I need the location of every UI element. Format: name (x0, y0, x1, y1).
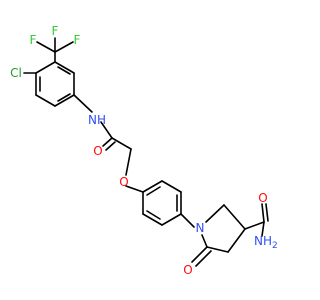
atom-o-amide: O (93, 144, 102, 158)
atom-f-left: F (30, 33, 37, 47)
atom-nh2-subscript: 2 (272, 241, 278, 251)
bond-ring1-d (54, 94, 75, 107)
bond-ring-nh (73, 94, 93, 113)
atom-o-ether: O (119, 175, 128, 189)
bond-amide-co-2 (105, 141, 116, 151)
bond-ch-carboxamide (244, 221, 265, 230)
atom-n-pyrrolidinone: N (196, 221, 205, 235)
atom-labels: F F F Cl NH O O N O NH2 O (10, 24, 278, 277)
bond-carboxamide-nh2 (261, 221, 265, 237)
bond-lactam-co-1 (191, 246, 208, 263)
bond-phenyl-n (180, 213, 195, 228)
bond-ring2-e (142, 213, 163, 226)
bond-ring2-d (161, 213, 182, 226)
bond-ring2-inner-1 (146, 186, 161, 196)
bond-ring1-c (35, 94, 56, 107)
atom-f-right: F (74, 33, 81, 47)
bond-ring1-inner-3 (57, 66, 71, 75)
bond-carbonyl-ch2 (111, 137, 132, 150)
bond-ring2-a (142, 180, 163, 193)
atom-cl: Cl (10, 66, 22, 80)
bond-oether-phenyl (125, 185, 144, 193)
bond-ch2-oether (125, 148, 132, 176)
bond-ring1-a (35, 61, 56, 74)
bonds (23, 37, 269, 267)
bond-ch-ch2b (227, 228, 246, 253)
bond-ring1-inner-2 (57, 93, 71, 102)
bond-amide-co-1 (102, 137, 113, 147)
bond-ring2-inner-3 (146, 210, 161, 220)
bond-carboxamide-co-2 (265, 203, 269, 222)
atom-nh2: NH2 (254, 234, 278, 251)
molecule-structure-diagram: F F F Cl NH O O N O NH2 O (10, 24, 278, 277)
bond-lactam-co-2 (195, 250, 212, 267)
bond-c-f-left (36, 41, 56, 53)
bond-ring1-f (54, 61, 75, 74)
bond-ring2-b (161, 180, 182, 193)
atom-f-top: F (52, 24, 59, 38)
atom-nh2-main: NH (254, 234, 272, 248)
atom-nh-amide: NH (88, 113, 106, 127)
atom-o-lactam: O (183, 263, 192, 277)
bond-nh-carbonyl (100, 121, 113, 139)
bond-carboxamide-co-1 (261, 203, 265, 223)
bond-c-f-right (54, 41, 74, 53)
bond-ch2-ch (223, 204, 246, 230)
atom-o-carboxamide: O (258, 191, 267, 205)
bond-ch2b-co (206, 246, 229, 253)
bond-n-ch2 (205, 204, 225, 223)
bond-co-n (201, 234, 208, 248)
